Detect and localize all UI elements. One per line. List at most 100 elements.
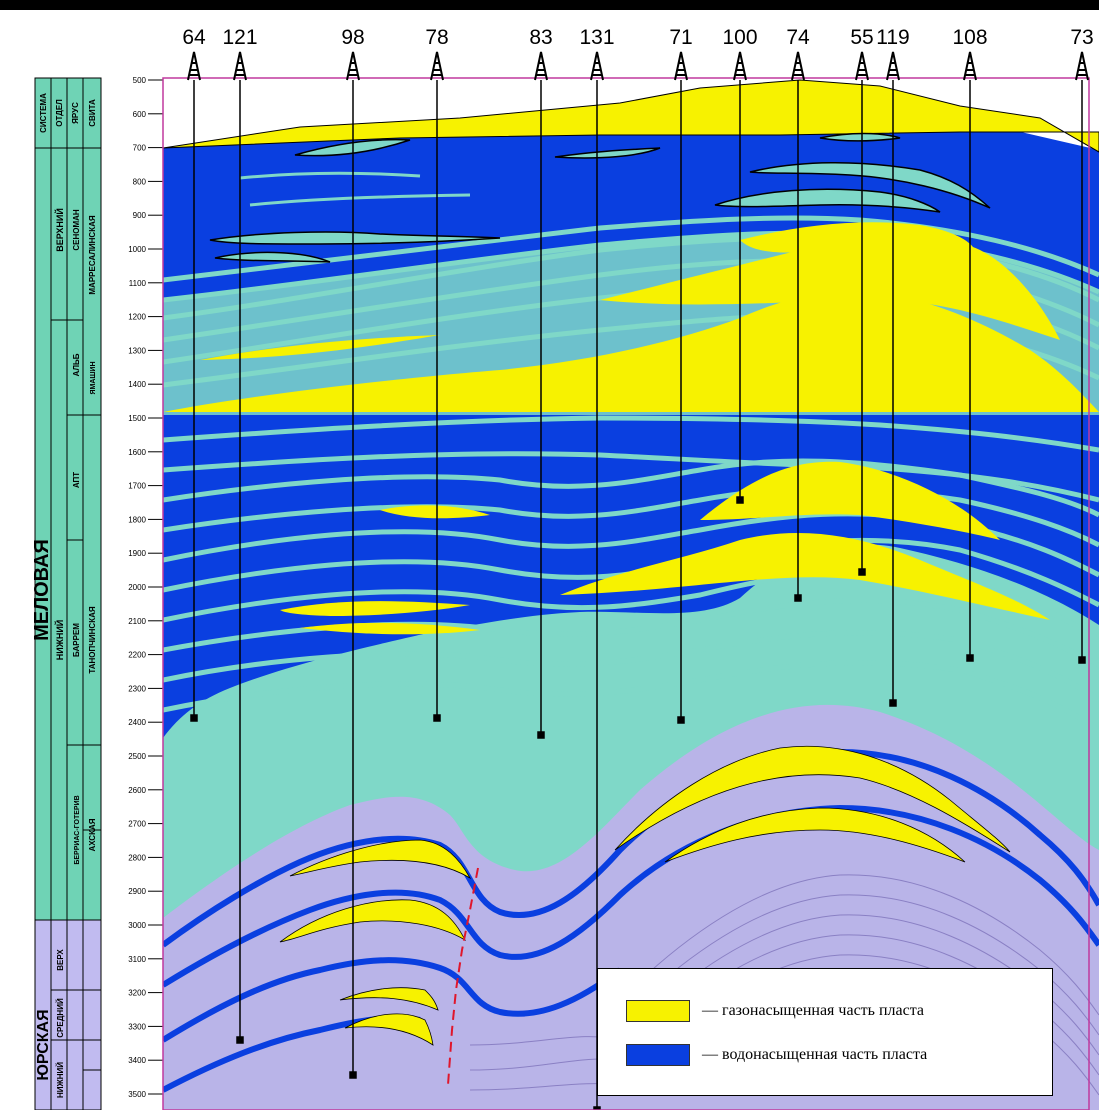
depth-tick-label: 1200 (128, 313, 146, 322)
well-bottom-marker (1078, 656, 1086, 664)
depth-tick-label: 900 (133, 211, 147, 220)
depth-tick-label: 1400 (128, 380, 146, 389)
legend-gas-label: — газонасыщенная часть пласта (702, 1002, 924, 1019)
depth-tick-label: 3400 (128, 1056, 146, 1065)
well-bottom-marker (736, 496, 744, 504)
strat-label: ЯМАШИН (90, 361, 97, 394)
strat-label: ТАНОПЧИНСКАЯ (88, 606, 97, 673)
gas-swatch (626, 1000, 690, 1022)
top-border (0, 0, 1099, 10)
aptian-gas-lens-2 (560, 532, 1050, 620)
derrick-icon (791, 51, 805, 81)
jurassic-gas-lens-6 (664, 807, 966, 863)
depth-tick-label: 2500 (128, 752, 146, 761)
well-label: 73 (1070, 26, 1093, 49)
upper-gas-lens (600, 235, 1060, 340)
strat-label: НИЖНИЙ (56, 1062, 65, 1098)
well-bottom-marker (349, 1071, 357, 1079)
well-label: 78 (425, 26, 448, 49)
alb-gas-streak (200, 335, 440, 360)
depth-tick-label: 700 (133, 144, 147, 153)
strat-label: БЕРРИАС-ГОТЕРИВ (74, 795, 81, 864)
well-bottom-marker (190, 714, 198, 722)
alb-gas-wedge (163, 290, 1099, 412)
jurassic-gas-lens-5 (614, 745, 1011, 853)
derrick-icon (187, 51, 201, 81)
depth-tick-label: 1600 (128, 448, 146, 457)
depth-tick-label: 2300 (128, 684, 146, 693)
well-bottom-marker (677, 716, 685, 724)
aptian-gas-lens-1 (700, 461, 1000, 540)
depth-tick-label: 1300 (128, 346, 146, 355)
depth-tick-label: 2900 (128, 887, 146, 896)
depth-tick-label: 2700 (128, 820, 146, 829)
depth-tick-label: 1800 (128, 515, 146, 524)
depth-tick-label: 2400 (128, 718, 146, 727)
well-label: 121 (222, 26, 257, 49)
strat-label: ВЕРХНИЙ (54, 208, 65, 252)
strat-label: ВЕРХ (56, 949, 65, 971)
well-label: 64 (182, 26, 206, 49)
strat-header: ЯРУС (71, 102, 80, 124)
derrick-icon (963, 51, 977, 81)
depth-tick-label: 2800 (128, 853, 146, 862)
well-label: 100 (722, 26, 757, 49)
depth-tick-label: 1900 (128, 549, 146, 558)
strat-jurassic-bg (34, 919, 102, 1110)
barremian-gas-lens-2 (300, 622, 480, 635)
depth-tick-label: 3000 (128, 921, 146, 930)
well-bottom-marker (794, 594, 802, 602)
well-label: 108 (952, 26, 987, 49)
strat-label: БАРРЕМ (72, 623, 81, 657)
strat-label: МЕЛОВАЯ (31, 539, 53, 641)
strat-header: ОТДЕЛ (55, 99, 64, 127)
jurassic-gas-lens-4 (344, 1013, 434, 1046)
legend: — газонасыщенная часть пласта — водонасы… (597, 968, 1053, 1096)
depth-tick-label: 1000 (128, 245, 146, 254)
depth-tick-label: 2600 (128, 786, 146, 795)
strat-label: ЮРСКАЯ (35, 1009, 52, 1080)
well-label: 119 (876, 26, 909, 49)
jurassic-gas-lens-3 (339, 987, 439, 1011)
depth-tick-label: 1700 (128, 482, 146, 491)
depth-tick-label: 3500 (128, 1090, 146, 1099)
well-bottom-marker (966, 654, 974, 662)
derrick-icon (590, 51, 604, 81)
derrick-icon (733, 51, 747, 81)
strat-label: МАРРЕСАЛИНСКАЯ (88, 215, 97, 294)
strat-label: НИЖНИЙ (54, 620, 65, 661)
legend-item-water: — водонасыщенная часть пласта (626, 1043, 927, 1067)
depth-tick-label: 2200 (128, 651, 146, 660)
well-label: 131 (579, 26, 614, 49)
well-label: 74 (786, 26, 810, 49)
derrick-icon (855, 51, 869, 81)
barremian-gas-lens-1 (280, 601, 470, 616)
depth-tick-label: 500 (133, 76, 147, 85)
derrick-icon (1075, 51, 1089, 81)
well-bottom-marker (858, 568, 866, 576)
well-bottom-marker (433, 714, 441, 722)
well-bottom-marker (537, 731, 545, 739)
depth-tick-label: 600 (133, 110, 147, 119)
well-bottom-marker (236, 1036, 244, 1044)
well-bottom-marker (889, 699, 897, 707)
depth-tick-label: 3300 (128, 1022, 146, 1031)
derrick-icon (233, 51, 247, 81)
well-label: 55 (850, 26, 873, 49)
well-bottom-marker (593, 1106, 601, 1110)
depth-tick-label: 1100 (129, 279, 147, 288)
depth-tick-label: 3100 (128, 955, 146, 964)
strat-cretaceous-bg (34, 77, 102, 921)
derrick-icon (430, 51, 444, 81)
well-label: 71 (669, 26, 692, 49)
gas-cap-top (163, 79, 1099, 153)
depth-tick-label: 2000 (128, 583, 146, 592)
legend-water-label: — водонасыщенная часть пласта (702, 1046, 928, 1063)
strat-label: АПТ (72, 472, 81, 488)
depth-tick-label: 3200 (128, 989, 146, 998)
derrick-icon (346, 51, 360, 81)
strat-label: СРЕДНИЙ (56, 998, 65, 1038)
derrick-icon (886, 51, 900, 81)
